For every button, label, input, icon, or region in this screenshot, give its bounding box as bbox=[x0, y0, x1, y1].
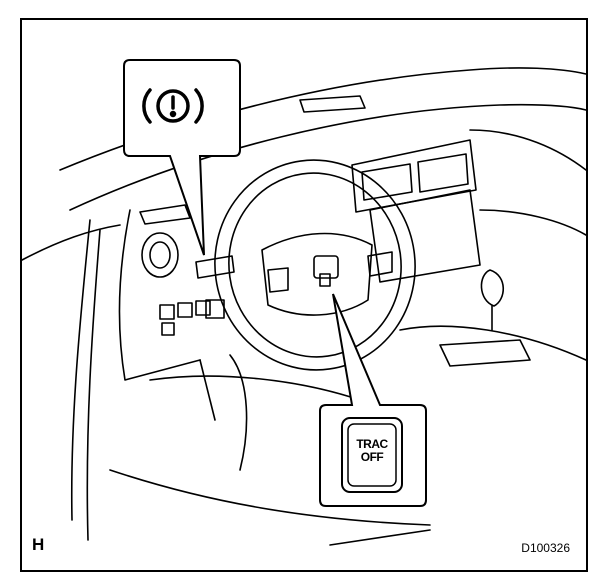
steering-wheel-outer bbox=[214, 159, 416, 371]
switch-4 bbox=[161, 322, 175, 336]
column-cover bbox=[229, 354, 248, 471]
switch-1 bbox=[159, 304, 175, 320]
console-tray bbox=[439, 339, 531, 367]
knee-panel-edge bbox=[199, 359, 216, 421]
brake-warning-bubble bbox=[123, 59, 241, 256]
brake-warning-icon bbox=[142, 88, 204, 124]
left-spoke-switches bbox=[267, 267, 289, 293]
switch-2 bbox=[177, 302, 193, 318]
hub-switch-housing bbox=[313, 255, 339, 279]
left-air-vent bbox=[141, 232, 179, 278]
trac-off-label: TRAC OFF bbox=[348, 438, 396, 464]
corner-letter: H bbox=[32, 535, 45, 554]
right-spoke-switches bbox=[367, 251, 393, 277]
figure-frame bbox=[20, 18, 588, 572]
dash-top-line bbox=[69, 103, 587, 211]
right-dash-line bbox=[469, 129, 587, 171]
trac-off-label-line2: OFF bbox=[360, 450, 384, 464]
left-speaker-grille bbox=[139, 204, 191, 225]
door-inner-line bbox=[86, 229, 101, 541]
turn-signal-lever bbox=[195, 255, 235, 279]
figure-code: D100326 bbox=[521, 541, 570, 555]
trac-off-button-inner bbox=[347, 423, 397, 487]
brake-warning-callout bbox=[123, 59, 241, 256]
center-vent-left bbox=[361, 163, 413, 201]
right-dash-lower bbox=[479, 209, 587, 236]
steering-wheel-inner bbox=[228, 172, 402, 358]
steering-hub bbox=[261, 232, 373, 316]
floor-mat-line bbox=[329, 529, 431, 546]
left-air-vent-inner bbox=[149, 241, 171, 269]
center-display bbox=[369, 189, 481, 283]
defroster-vent bbox=[299, 95, 366, 113]
trac-off-button-small bbox=[319, 273, 331, 287]
floor-line bbox=[109, 469, 431, 526]
trac-off-label-line1: TRAC bbox=[356, 437, 388, 451]
console-line bbox=[399, 325, 587, 361]
center-vent-housing bbox=[351, 139, 477, 213]
gear-shifter-knob bbox=[480, 269, 505, 307]
trac-off-callout bbox=[319, 293, 427, 507]
switch-3 bbox=[195, 300, 211, 316]
center-vent-right bbox=[417, 153, 469, 193]
door-line bbox=[70, 219, 91, 521]
left-panel bbox=[118, 209, 201, 381]
lower-dash-line bbox=[149, 375, 361, 401]
a-pillar bbox=[21, 224, 121, 261]
